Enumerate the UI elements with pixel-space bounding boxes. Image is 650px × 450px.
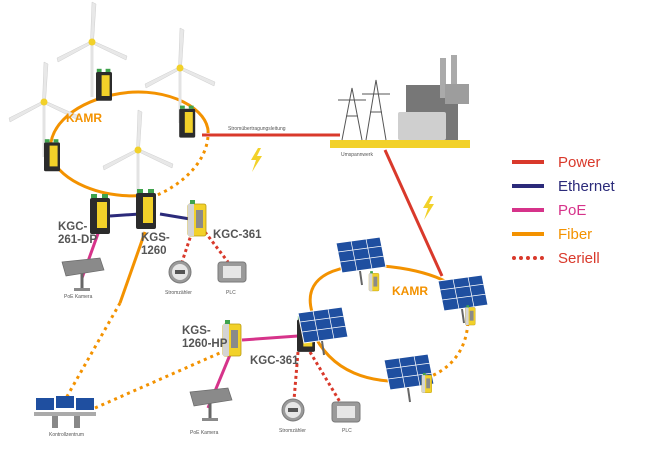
legend-item-seriell: Seriell — [512, 246, 642, 270]
ring-label-solar: KAMR — [392, 284, 428, 298]
fiber-link-dotted-2 — [94, 350, 223, 410]
wind-turbine-icon — [7, 60, 81, 159]
legend-swatch-fiber — [512, 232, 544, 236]
legend-label-ethernet: Ethernet — [558, 177, 615, 195]
solar-panel-icon — [437, 274, 489, 324]
fiber-ring-wind-dotted — [149, 129, 210, 200]
industrial-switch-icon — [179, 105, 196, 138]
transmission-tower-icon — [338, 79, 390, 141]
industrial-switch-icon — [368, 270, 380, 292]
legend-label-poe: PoE — [558, 201, 587, 219]
industrial-switch-icon — [465, 304, 476, 326]
plc-icon — [331, 401, 361, 423]
ring-label-wind: KAMR — [66, 111, 102, 125]
legend-label-fiber: Fiber — [558, 225, 593, 243]
ptz-camera-icon — [188, 386, 234, 423]
label-kgs-1260: KGS- 1260 — [141, 232, 170, 257]
power-line-substation-to-solar — [383, 149, 444, 277]
legend-item-poe: PoE — [512, 198, 642, 222]
caption-plc-bottom: PLC — [342, 428, 352, 434]
caption-poe-camera-bottom: PoE Kamera — [190, 430, 219, 436]
legend-label-power: Power — [558, 153, 601, 171]
caption-poe-camera-top: PoE Kamera — [64, 294, 93, 300]
ethernet-link-2 — [159, 212, 191, 221]
legend-swatch-poe — [512, 208, 544, 212]
label-kgs-1260-hp: KGS- 1260-HP — [182, 325, 228, 350]
caption-power-line: Stromübertragungsleitung — [228, 126, 286, 132]
legend: Power Ethernet PoE Fiber Seriell — [512, 150, 642, 270]
caption-control-center: Kontrollzentrum — [49, 432, 85, 438]
label-kgc-261-dp: KGC- 261-DP — [58, 221, 97, 246]
industrial-switch-icon — [44, 139, 60, 172]
lightning-icon — [423, 196, 434, 220]
legend-swatch-power — [512, 160, 544, 164]
caption-substation: Umspannwerk — [341, 152, 373, 158]
ethernet-link-1 — [109, 212, 141, 218]
label-kgc-361-top: KGC-361 — [213, 229, 262, 241]
power-plant-icon — [330, 55, 470, 148]
legend-item-ethernet: Ethernet — [512, 174, 642, 198]
lightning-icon — [251, 148, 262, 172]
serial-link-plc-bottom — [308, 351, 342, 403]
serial-link-plc-top — [203, 231, 230, 263]
label-kgc-361-bottom: KGC-361 — [250, 355, 299, 367]
industrial-switch-icon — [421, 372, 433, 393]
caption-meter-top: Stromzähler — [165, 290, 192, 296]
legend-item-power: Power — [512, 150, 642, 174]
industrial-switch-icon — [96, 68, 112, 101]
caption-plc-top: PLC — [226, 290, 236, 296]
control-desk-icon — [34, 396, 96, 428]
fiber-link-solid — [118, 231, 147, 304]
serial-link-meter-bottom — [292, 351, 300, 401]
legend-swatch-ethernet — [512, 184, 544, 188]
wind-turbine-icon — [143, 26, 217, 125]
kgc-361-top-switch — [187, 199, 207, 237]
poe-link-bottom-h — [241, 334, 299, 342]
legend-swatch-seriell — [512, 256, 544, 260]
kgs-1260-switch — [136, 189, 156, 229]
legend-item-fiber: Fiber — [512, 222, 642, 246]
plc-icon — [217, 261, 247, 283]
fiber-link-dotted-1 — [63, 302, 122, 401]
meter-icon — [168, 260, 192, 284]
ptz-camera-icon — [60, 256, 106, 293]
wind-turbine-icon — [55, 0, 129, 99]
caption-meter-bottom: Stromzähler — [279, 428, 306, 434]
meter-icon — [281, 398, 305, 422]
legend-label-seriell: Seriell — [558, 249, 600, 267]
